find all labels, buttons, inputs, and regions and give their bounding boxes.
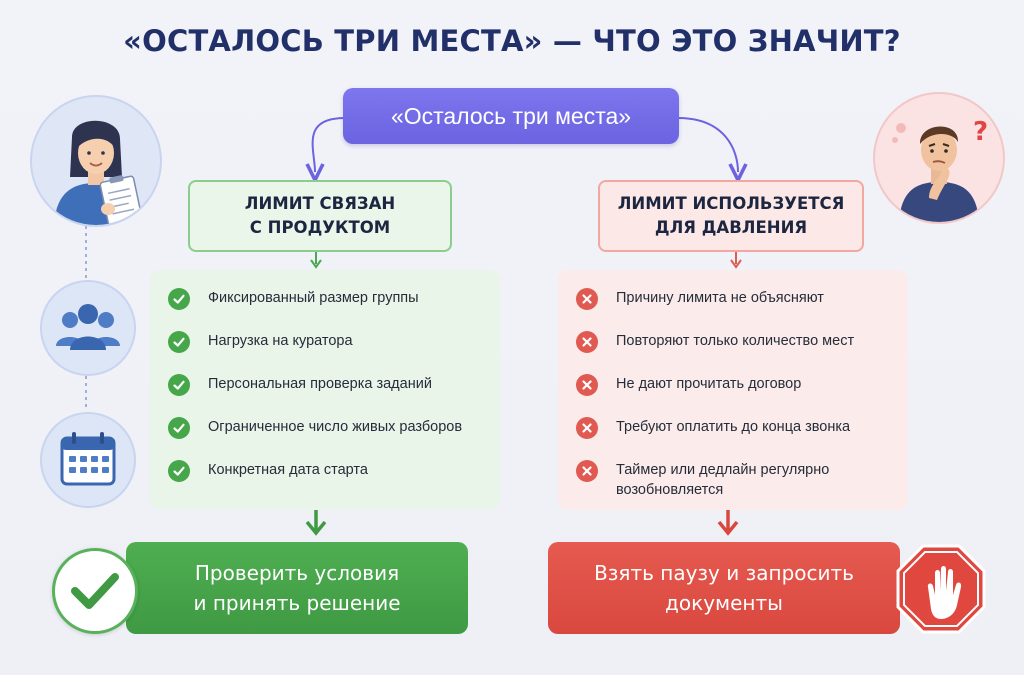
top-statement-box: «Осталось три места»: [343, 88, 679, 144]
arrow-cat-right-to-list: [730, 250, 742, 269]
arrow-cat-left-to-list: [310, 250, 322, 269]
cross-circle-icon: [576, 288, 598, 310]
list-item: Не дают прочитать договор: [576, 374, 801, 396]
check-circle-icon: [168, 417, 190, 439]
group-people-icon: [40, 280, 136, 376]
right-branch-heading: ЛИМИТ ИСПОЛЬЗУЕТСЯ ДЛЯ ДАВЛЕНИЯ: [598, 180, 864, 252]
check-circle-icon: [168, 288, 190, 310]
checkmark-icon: [52, 548, 138, 634]
left-branch-heading: ЛИМИТ СВЯЗАН С ПРОДУКТОМ: [188, 180, 452, 252]
check-circle-icon: [168, 374, 190, 396]
left-criteria-list: Фиксированный размер группы Нагрузка на …: [150, 270, 500, 510]
woman-with-clipboard-icon: [30, 95, 162, 227]
list-item: Повторяют только количество мест: [576, 331, 854, 353]
right-criteria-list: Причину лимита не объясняют Повторяют то…: [558, 270, 908, 510]
page-title: «ОСТАЛОСЬ ТРИ МЕСТА» — ЧТО ЭТО ЗНАЧИТ?: [123, 24, 901, 58]
list-item: Ограниченное число живых разборов: [168, 417, 462, 439]
check-circle-icon: [168, 331, 190, 353]
right-outcome-box: Взять паузу и запросить документы: [548, 542, 900, 634]
check-circle-icon: [168, 460, 190, 482]
arrow-to-right-branch: [677, 117, 738, 172]
question-mark-icon: ?: [973, 117, 988, 147]
arrow-list-right-to-outcome: [717, 510, 739, 536]
thinking-man-icon: ?: [873, 92, 1005, 224]
cross-circle-icon: [576, 460, 598, 482]
stop-hand-icon: [895, 543, 987, 635]
list-item: Требуют оплатить до конца звонка: [576, 417, 850, 439]
list-item: Фиксированный размер группы: [168, 288, 419, 310]
cross-circle-icon: [576, 417, 598, 439]
calendar-icon: [40, 412, 136, 508]
list-item: Персональная проверка заданий: [168, 374, 432, 396]
list-item: Причину лимита не объясняют: [576, 288, 824, 310]
cross-circle-icon: [576, 374, 598, 396]
arrow-list-left-to-outcome: [305, 510, 327, 536]
list-item: Нагрузка на куратора: [168, 331, 353, 353]
cross-circle-icon: [576, 331, 598, 353]
list-item: Таймер или дедлайн регулярно возобновляе…: [576, 460, 886, 500]
list-item: Конкретная дата старта: [168, 460, 368, 482]
arrow-to-left-branch: [313, 117, 346, 172]
left-outcome-box: Проверить условия и принять решение: [126, 542, 468, 634]
